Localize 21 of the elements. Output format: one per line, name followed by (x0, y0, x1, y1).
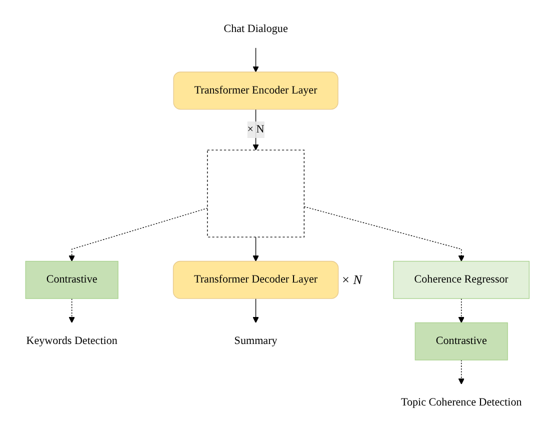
arrow (458, 298, 464, 323)
arrow (252, 298, 259, 323)
edge-label: × N (247, 123, 264, 136)
arrow (68, 298, 75, 323)
repeat-count: × N (341, 272, 362, 288)
arrow (252, 47, 259, 72)
node-box (207, 150, 304, 238)
arrow (68, 208, 208, 262)
node-text: Keywords Detection (26, 335, 118, 347)
node-text: Summary (234, 335, 278, 347)
arrow (458, 360, 464, 384)
node-box: Contrastive (414, 322, 508, 360)
arrow (252, 236, 259, 262)
arrow (304, 206, 464, 262)
node-box: Coherence Regressor (393, 260, 530, 299)
arrow (252, 108, 259, 150)
node-text: Topic Coherence Detection (401, 396, 522, 408)
node-box: Contrastive (25, 260, 118, 299)
node-box: Transformer Encoder Layer (173, 72, 338, 110)
node-text: Chat Dialogue (224, 22, 288, 35)
node-box: Transformer Decoder Layer (172, 260, 339, 299)
